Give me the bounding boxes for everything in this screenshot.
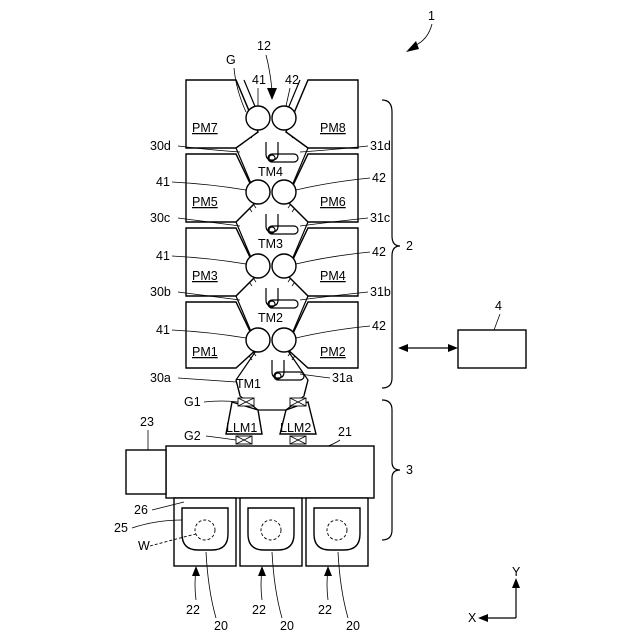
transfer-robot-tm2	[266, 288, 298, 308]
loader-module	[166, 446, 374, 498]
pm6-label: PM6	[320, 195, 346, 209]
gate-circle-42-row1	[272, 328, 296, 352]
gate-circle-42-row3	[272, 180, 296, 204]
controller-arrow-right	[448, 344, 458, 352]
pm5-label: PM5	[192, 195, 218, 209]
controller-box	[458, 330, 526, 368]
tm3-label: TM3	[258, 237, 283, 251]
load-port-1-label: 22	[186, 603, 200, 617]
gate-circle-41-row4	[246, 106, 270, 130]
pm4-label: PM4	[320, 269, 346, 283]
section-3-label: 3	[406, 463, 413, 477]
loader-module-leader	[328, 440, 340, 446]
gate-g2-leader	[206, 436, 236, 440]
gate-g1-leader	[204, 401, 238, 402]
transfer-robot-tm1	[272, 360, 304, 380]
carrier-1	[182, 508, 228, 550]
section-2-label: 2	[406, 239, 413, 253]
tm2-right-ref: 31b	[370, 285, 391, 299]
load-port-2-arrowhead	[258, 566, 266, 576]
process-module-pm6	[286, 154, 358, 222]
tm1-label: TM1	[236, 377, 261, 391]
gate-41-top-label: 41	[252, 73, 266, 87]
y-axis-label: Y	[512, 565, 521, 579]
transfer-robot-tm4	[266, 142, 298, 162]
load-port-1-arrowhead	[192, 566, 200, 576]
tm4-left-ref: 30d	[150, 139, 171, 153]
gate-42-row3-label: 42	[372, 171, 386, 185]
process-module-pm4	[286, 228, 358, 296]
tm3-right-ref: 31c	[370, 211, 390, 225]
controller-ref-label: 4	[495, 299, 502, 313]
tm1-left-ref: 30a	[150, 371, 171, 385]
transfer-top-ref-leader	[266, 55, 272, 90]
transfer-top-ref-arrowhead	[267, 88, 277, 100]
gate-42-row1-label: 42	[372, 319, 386, 333]
gate-41-row3-label: 41	[156, 175, 170, 189]
brace-section-3	[382, 400, 400, 540]
process-module-pm8	[286, 80, 358, 148]
system-ref-leader	[414, 24, 432, 46]
carrier-2-label: 20	[280, 619, 294, 633]
gate-42-top-label: 42	[285, 73, 299, 87]
carrier-1-label: 20	[214, 619, 228, 633]
llm2-label: LLM2	[280, 421, 311, 435]
pm7-label: PM7	[192, 121, 218, 135]
tm4-right-ref: 31d	[370, 139, 391, 153]
loader-module-label: 21	[338, 425, 352, 439]
gate-circle-41-row2	[246, 254, 270, 278]
tm2-left-ref: 30b	[150, 285, 171, 299]
gate-g-label: G	[226, 53, 236, 67]
pm1-label: PM1	[192, 345, 218, 359]
gate-circle-41-row1	[246, 328, 270, 352]
system-ref-label: 1	[428, 9, 435, 23]
tm3-left-ref: 30c	[150, 211, 170, 225]
tm1-left-ref-leader	[178, 378, 236, 382]
gate-41-row1-label: 41	[156, 323, 170, 337]
controller-arrow-left	[398, 344, 408, 352]
carrier-2	[248, 508, 294, 550]
gate-circle-42-row2	[272, 254, 296, 278]
gate-g2-label: G2	[184, 429, 201, 443]
controller-leader	[494, 314, 500, 330]
y-axis-arrowhead	[512, 578, 520, 588]
wafer-label: W	[138, 539, 150, 553]
carrier-body-label: 25	[114, 521, 128, 535]
tm1-right-ref: 31a	[332, 371, 353, 385]
transfer-robot-tm3	[266, 214, 298, 234]
aligner-label: 23	[140, 415, 154, 429]
pm3-label: PM3	[192, 269, 218, 283]
transfer-top-ref-label: 12	[257, 39, 271, 53]
llm1-label: LLM1	[226, 421, 257, 435]
tm4-label: TM4	[258, 165, 283, 179]
gate-circle-42-row4	[272, 106, 296, 130]
x-axis-arrowhead	[478, 614, 488, 622]
x-axis-label: X	[468, 611, 477, 625]
gate-g1-label: G1	[184, 395, 201, 409]
door-label: 26	[134, 503, 148, 517]
aligner-unit	[126, 450, 166, 494]
gate-circle-41-row3	[246, 180, 270, 204]
gate-42-row2-label: 42	[372, 245, 386, 259]
carrier-3-label: 20	[346, 619, 360, 633]
gate-42-top-leader	[286, 88, 290, 106]
load-port-2-label: 22	[252, 603, 266, 617]
pm2-label: PM2	[320, 345, 346, 359]
system-ref-arrowhead	[406, 41, 419, 52]
gate-41-row2-label: 41	[156, 249, 170, 263]
carrier-3	[314, 508, 360, 550]
tm2-label: TM2	[258, 311, 283, 325]
pm8-label: PM8	[320, 121, 346, 135]
load-port-3-arrowhead	[324, 566, 332, 576]
load-port-3-label: 22	[318, 603, 332, 617]
